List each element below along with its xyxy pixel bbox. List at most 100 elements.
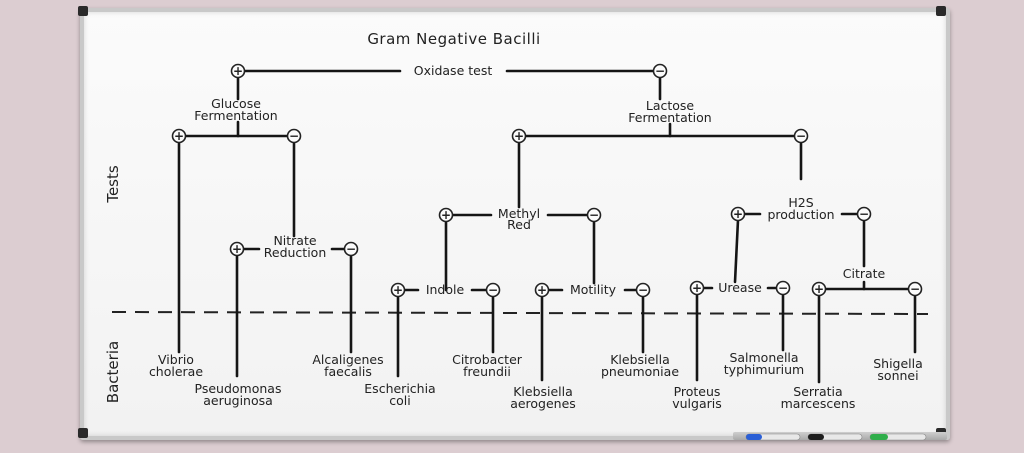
svg-text:+: +: [537, 283, 547, 297]
svg-text:Escherichia: Escherichia: [364, 381, 435, 396]
svg-text:cholerae: cholerae: [149, 364, 203, 379]
oxidase-negative-node: −: [652, 63, 668, 79]
green-marker[interactable]: [869, 433, 927, 441]
nitrate-positive-node: +: [229, 241, 245, 257]
glucose-negative-node: −: [286, 128, 302, 144]
svg-text:Glucose: Glucose: [211, 96, 261, 111]
lactose-fermentation-label: Lactose Fermentation: [628, 98, 711, 125]
svg-text:Klebsiella: Klebsiella: [513, 384, 573, 399]
h2s-negative-node: −: [856, 206, 872, 222]
whiteboard: [80, 8, 950, 440]
separator-line: [111, 311, 929, 315]
methyl-red-label: Methyl Red: [498, 206, 540, 232]
h2s-positive-node: +: [730, 206, 746, 222]
svg-text:+: +: [692, 281, 702, 295]
h2s-production-label: H2S production: [767, 195, 834, 222]
svg-text:H2S: H2S: [788, 195, 813, 210]
methyl-red-positive-node: +: [438, 207, 454, 223]
svg-text:typhimurium: typhimurium: [724, 362, 804, 377]
svg-text:−: −: [488, 283, 498, 297]
svg-text:pneumoniae: pneumoniae: [601, 364, 679, 379]
bacteria-escherichia-coli: Escherichia coli: [364, 381, 435, 408]
black-marker[interactable]: [807, 433, 863, 441]
indole-positive-node: +: [390, 282, 406, 298]
tree-lines: [177, 69, 917, 384]
bacteria-vibrio-cholerae: Vibrio cholerae: [149, 352, 203, 379]
motility-positive-node: +: [534, 282, 550, 298]
nitrate-negative-node: −: [343, 241, 359, 257]
svg-text:production: production: [767, 207, 834, 222]
svg-text:Serratia: Serratia: [793, 384, 842, 399]
methyl-red-negative-node: −: [586, 207, 602, 223]
svg-text:Pseudomonas: Pseudomonas: [195, 381, 282, 396]
svg-text:marcescens: marcescens: [781, 396, 856, 411]
nitrate-reduction-label: Nitrate Reduction: [264, 233, 327, 260]
svg-text:Citrobacter: Citrobacter: [452, 352, 523, 367]
citrate-negative-node: −: [907, 281, 923, 297]
urease-negative-node: −: [775, 280, 791, 296]
lactose-negative-node: −: [793, 128, 809, 144]
svg-text:−: −: [638, 283, 648, 297]
svg-text:−: −: [796, 129, 806, 143]
motility-label: Motility: [570, 282, 617, 297]
svg-text:−: −: [346, 242, 356, 256]
bacteria-proteus-vulgaris: Proteus vulgaris: [672, 384, 722, 411]
indole-label: Indole: [426, 282, 465, 297]
svg-text:+: +: [514, 129, 524, 143]
svg-text:aeruginosa: aeruginosa: [203, 393, 273, 408]
svg-text:+: +: [814, 282, 824, 296]
svg-text:+: +: [233, 64, 243, 78]
svg-text:Fermentation: Fermentation: [628, 110, 711, 125]
svg-text:faecalis: faecalis: [324, 364, 372, 379]
svg-text:Salmonella: Salmonella: [729, 350, 798, 365]
svg-text:+: +: [733, 207, 743, 221]
svg-text:−: −: [289, 129, 299, 143]
svg-text:+: +: [441, 208, 451, 222]
bacteria-serratia-marcescens: Serratia marcescens: [781, 384, 856, 411]
lactose-positive-node: +: [511, 128, 527, 144]
diagram-title: Gram Negative Bacilli: [367, 30, 540, 48]
motility-negative-node: −: [635, 282, 651, 298]
urease-positive-node: +: [689, 280, 705, 296]
svg-text:Lactose: Lactose: [646, 98, 695, 113]
bacteria-klebsiella-aerogenes: Klebsiella aerogenes: [510, 384, 576, 411]
blue-marker[interactable]: [745, 433, 801, 441]
svg-text:Klebsiella: Klebsiella: [610, 352, 670, 367]
tests-axis-label: Tests: [104, 165, 122, 204]
svg-text:Nitrate: Nitrate: [273, 233, 316, 248]
bacteria-salmonella-typhimurium: Salmonella typhimurium: [724, 350, 804, 377]
svg-text:Shigella: Shigella: [873, 356, 923, 371]
bacteria-klebsiella-pneumoniae: Klebsiella pneumoniae: [601, 352, 679, 379]
svg-text:−: −: [859, 207, 869, 221]
svg-text:sonnei: sonnei: [877, 368, 918, 383]
svg-text:aerogenes: aerogenes: [510, 396, 576, 411]
svg-text:vulgaris: vulgaris: [672, 396, 722, 411]
svg-text:Vibrio: Vibrio: [158, 352, 194, 367]
svg-text:+: +: [232, 242, 242, 256]
svg-text:Fermentation: Fermentation: [194, 108, 277, 123]
glucose-fermentation-label: Glucose Fermentation: [194, 96, 277, 123]
svg-text:Methyl: Methyl: [498, 206, 540, 221]
board-corner-top-left: [78, 6, 88, 16]
svg-text:+: +: [393, 283, 403, 297]
svg-text:Alcaligenes: Alcaligenes: [312, 352, 383, 367]
svg-text:+: +: [174, 129, 184, 143]
bacteria-alcaligenes-faecalis: Alcaligenes faecalis: [312, 352, 383, 379]
oxidase-test-label: Oxidase test: [414, 63, 493, 78]
svg-text:Proteus: Proteus: [674, 384, 721, 399]
svg-text:Red: Red: [507, 217, 531, 232]
citrate-positive-node: +: [811, 281, 827, 297]
board-corner-bottom-left: [78, 428, 88, 438]
oxidase-positive-node: +: [230, 63, 246, 79]
bacteria-shigella-sonnei: Shigella sonnei: [873, 356, 923, 383]
svg-text:−: −: [910, 282, 920, 296]
glucose-positive-node: +: [171, 128, 187, 144]
svg-text:−: −: [778, 281, 788, 295]
urease-label: Urease: [718, 280, 762, 295]
citrate-label: Citrate: [843, 266, 886, 281]
bacteria-pseudomonas-aeruginosa: Pseudomonas aeruginosa: [195, 381, 282, 408]
svg-text:−: −: [655, 64, 665, 78]
svg-text:−: −: [589, 208, 599, 222]
